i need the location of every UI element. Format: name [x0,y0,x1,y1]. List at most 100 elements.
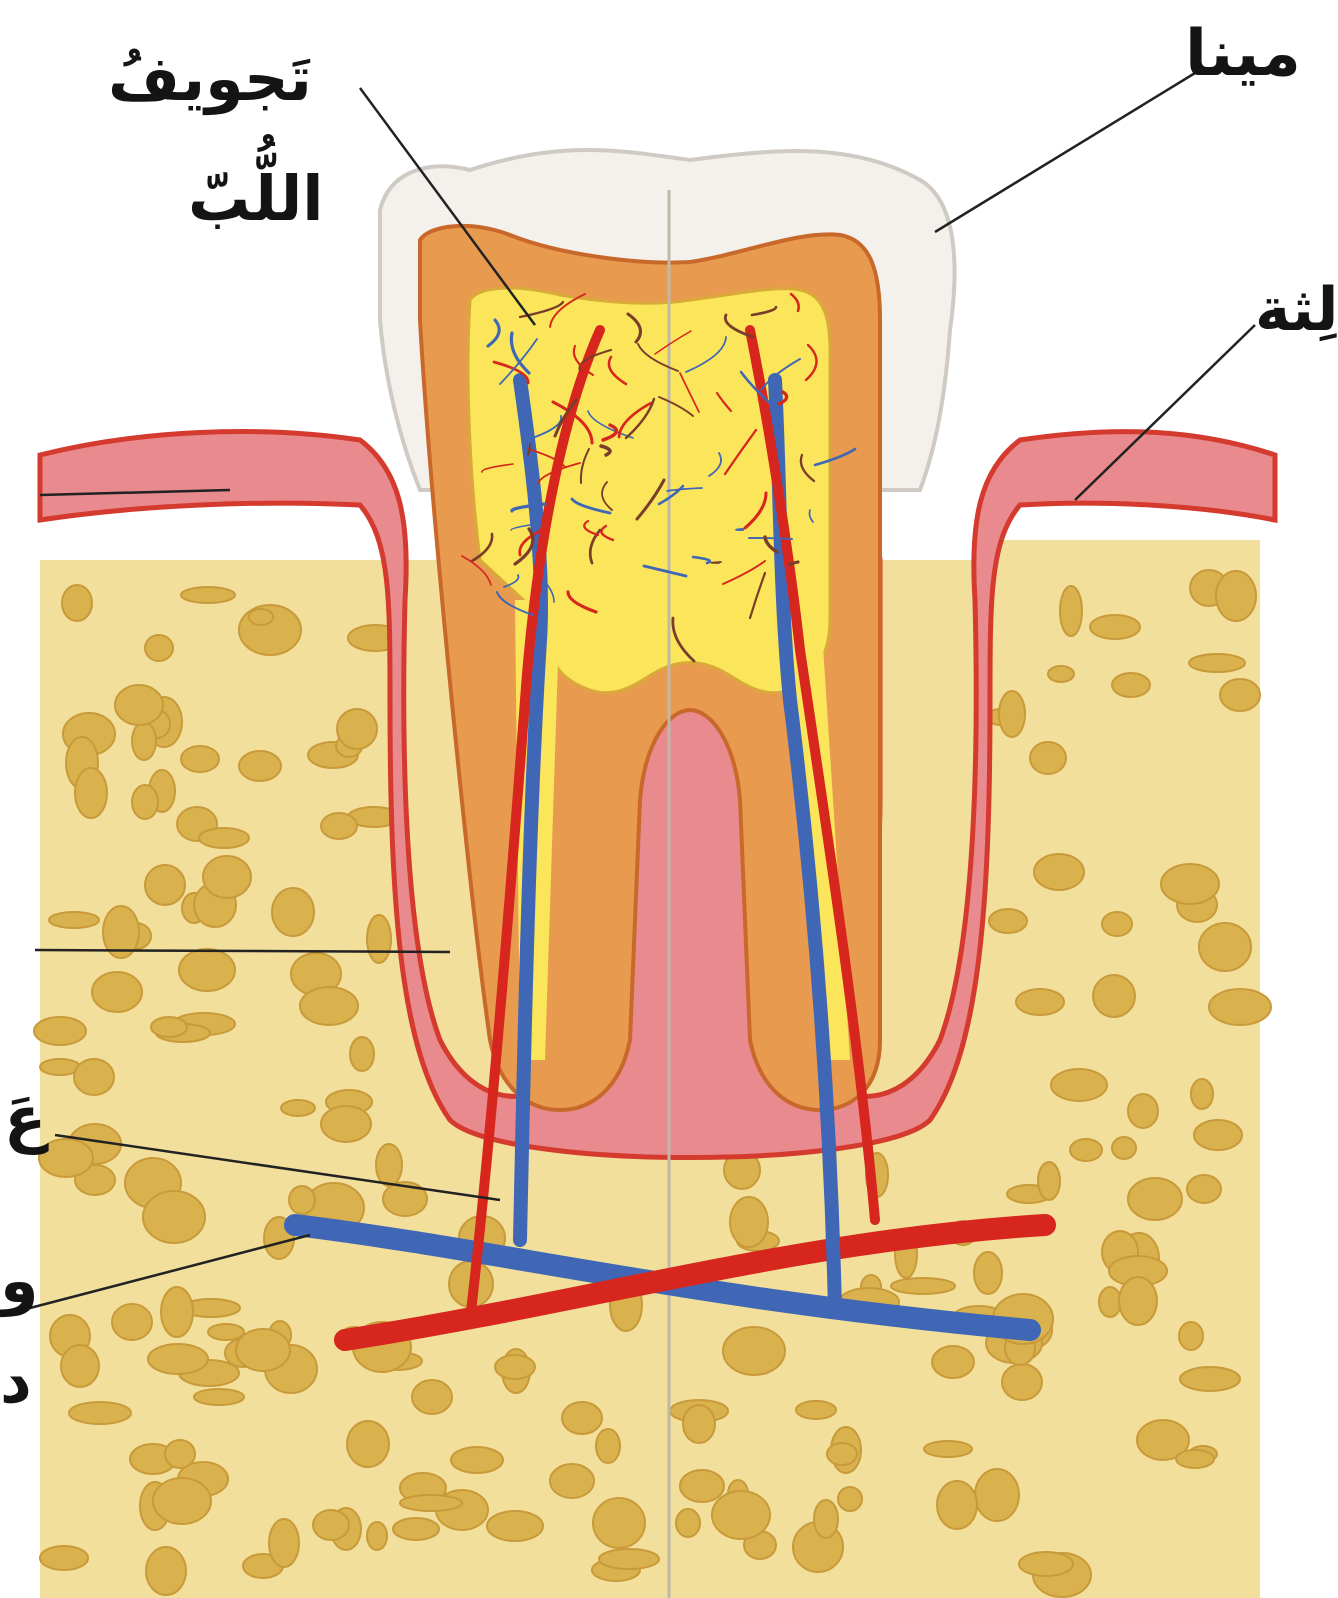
bone-pore [321,813,357,839]
bone-pore [145,635,173,661]
bone-pore [932,1346,974,1378]
bone-pore [367,915,391,963]
bone-pore [199,828,249,848]
bone-pore [1112,673,1150,697]
bone-pore [1019,1552,1073,1576]
bone-pore [723,1327,785,1375]
bone-pore [680,1470,724,1502]
bone-pore [165,1440,195,1468]
bone-pore [1030,742,1066,774]
bone-pore [1016,989,1064,1015]
bone-pore [151,1017,187,1037]
bone-pore [1128,1178,1182,1220]
bone-pore [1002,1364,1042,1400]
bone-pore [132,722,156,760]
bone-pore [1191,1079,1213,1109]
bone-pore [1060,586,1082,636]
bone-pore [999,691,1025,737]
label-cutoff-2: و [0,1250,39,1312]
bone-pore [347,1421,389,1467]
bone-pore [1048,666,1074,682]
bone-pore [367,1522,387,1550]
bone-pore [1034,854,1084,890]
bone-pore [145,865,185,905]
bone-pore [39,1139,93,1177]
label-gum: لِثة [1255,280,1338,340]
bone-pore [1051,1069,1107,1101]
bone-pore [1070,1139,1102,1161]
bone-pore [92,972,142,1012]
bone-pore [203,856,251,898]
bone-pore [194,1389,244,1405]
bone-pore [281,1100,315,1116]
bone-pore [796,1401,836,1419]
bone-pore [69,1402,131,1424]
bone-pore [814,1500,838,1538]
bone-pore [827,1443,857,1465]
bone-pore [49,912,99,928]
bone-pore [236,1329,290,1371]
bone-pore [1161,864,1219,904]
bone-pore [62,585,92,621]
bone-pore [550,1464,594,1498]
bone-pore [148,1344,208,1374]
bone-pore [181,587,235,603]
bone-pore [1216,571,1256,621]
bone-pore [1209,989,1271,1025]
label-pulp-cavity-line2: اللُّبّ [188,168,323,230]
label-pulp-cavity-line1: تَجويفُ [108,48,312,110]
bone-pore [891,1278,955,1294]
bone-pore [40,1546,88,1570]
bone-pore [1119,1277,1157,1325]
label-enamel: مينا [1185,22,1301,86]
bone-pore [1112,1137,1136,1159]
bone-pore [730,1197,768,1247]
bone-pore [1194,1120,1242,1150]
bone-pore [321,1106,371,1142]
bone-pore [143,1191,205,1243]
bone-pore [74,1059,114,1095]
bone-pore [1090,615,1140,639]
bone-pore [350,1037,374,1071]
bone-pore [393,1518,439,1540]
bone-pore [924,1441,972,1457]
bone-pore [487,1511,543,1541]
leader-enamel [935,70,1200,232]
capillary [749,538,792,539]
bone-pore [1038,1162,1060,1200]
bone-pore [1187,1175,1221,1203]
bone-pore [289,1186,315,1214]
bone-pore [1179,1322,1203,1350]
bone-pore [208,1324,244,1340]
bone-pore [937,1481,977,1529]
bone-pore [1189,654,1245,672]
bone-pore [75,768,107,818]
bone-pore [112,1304,152,1340]
bone-pore [495,1355,535,1379]
bone-pore [676,1509,700,1537]
bone-pore [61,1345,99,1387]
bone-pore [153,1478,211,1524]
bone-pore [974,1252,1002,1294]
bone-pore [683,1405,715,1443]
bone-pore [599,1549,659,1569]
bone-pore [989,909,1027,933]
bone-pore [337,709,377,749]
bone-pore [179,949,235,991]
bone-pore [975,1469,1019,1521]
bone-pore [451,1447,503,1473]
bone-pore [562,1402,602,1434]
bone-pore [272,888,314,936]
bone-pore [313,1510,349,1540]
bone-pore [161,1287,193,1337]
bone-pore [115,685,163,725]
label-cutoff-1: عَ [4,1088,46,1150]
bone-pore [132,785,158,819]
bone-pore [1199,923,1251,971]
bone-pore [1102,912,1132,936]
bone-pore [376,1144,402,1186]
label-cutoff-3: د [0,1350,32,1412]
bone-pore [1093,975,1135,1017]
